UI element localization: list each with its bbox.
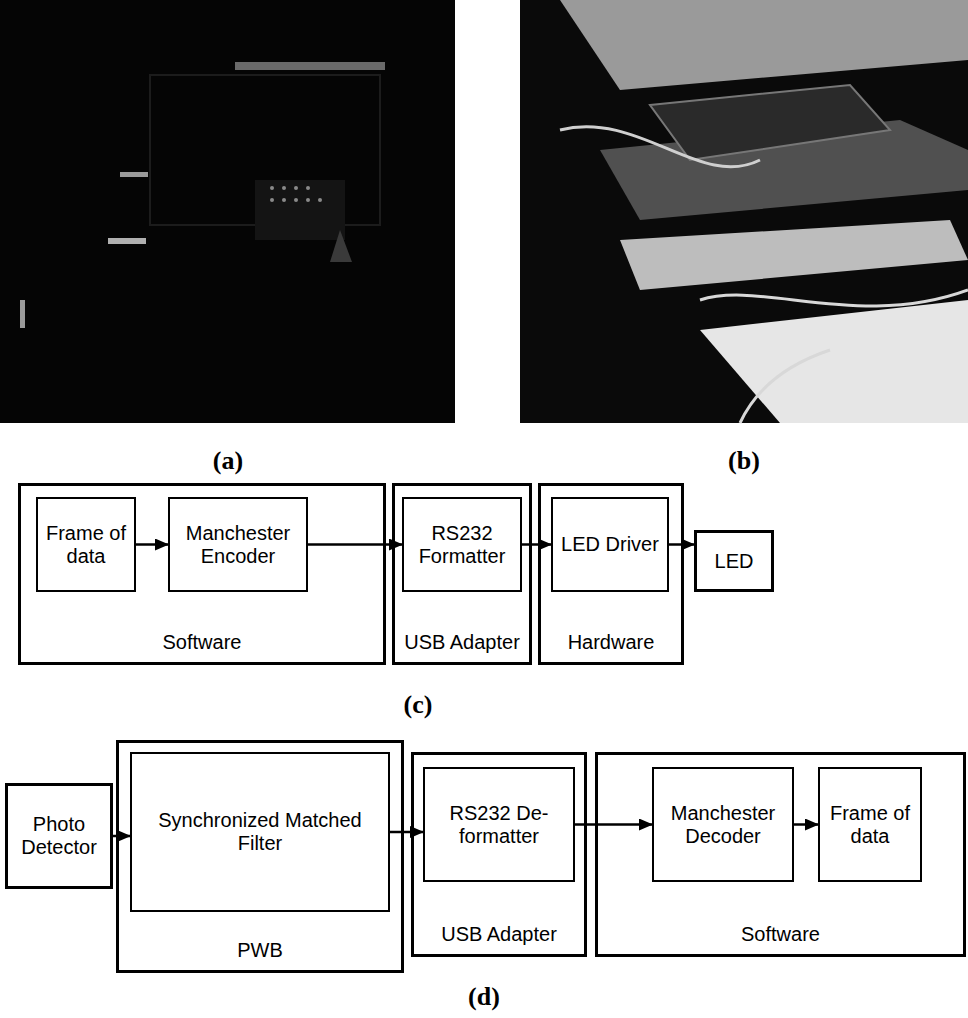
box-label: RS232 Formatter (404, 522, 520, 568)
box-label: Frame of data (820, 802, 920, 848)
detector-box: Photo Detector (5, 783, 113, 889)
box-label: Frame of data (38, 522, 134, 568)
group-label: Hardware (541, 631, 681, 654)
group-label: Software (21, 631, 383, 654)
flow-arrow (794, 823, 818, 826)
box-label: Manchester Decoder (654, 802, 792, 848)
filter-box: Synchronized Matched Filter (130, 752, 390, 912)
box-label: Synchronized Matched Filter (132, 809, 388, 855)
adapter-group: USB Adapter RS232 De-formatter (411, 752, 587, 957)
flow-arrow (390, 831, 423, 834)
pwb-group: PWB Synchronized Matched Filter (116, 740, 404, 973)
process-box: RS232 De-formatter (423, 767, 575, 882)
figure-label: (b) (728, 446, 760, 476)
flow-arrow (308, 543, 402, 546)
group-label: Software (598, 923, 963, 946)
box-label: LED (710, 550, 759, 573)
hardware-group: Hardware LED Driver (538, 483, 684, 665)
figure-label: (a) (213, 446, 243, 476)
group-label: USB Adapter (414, 923, 584, 946)
group-label: USB Adapter (395, 631, 529, 654)
figure-label: (d) (468, 982, 500, 1012)
flow-arrow (136, 543, 168, 546)
software-group: Software Manchester Decoder Frame of data (595, 752, 966, 957)
process-box: Manchester Encoder (168, 497, 308, 592)
process-box: Frame of data (36, 497, 136, 592)
flow-arrow (522, 543, 551, 546)
process-box: LED Driver (551, 497, 669, 592)
group-label: PWB (119, 939, 401, 962)
box-label: RS232 De-formatter (425, 802, 573, 848)
adapter-group: USB Adapter RS232 Formatter (392, 483, 532, 665)
led-box: LED (694, 530, 774, 592)
software-group: Software Frame of data Manchester Encoder (18, 483, 386, 665)
box-label: Manchester Encoder (170, 522, 306, 568)
process-box: Manchester Decoder (652, 767, 794, 882)
photo-b (520, 0, 968, 423)
process-box: Frame of data (818, 767, 922, 882)
box-label: LED Driver (556, 533, 664, 556)
process-box: RS232 Formatter (402, 497, 522, 592)
box-label: Photo Detector (8, 813, 110, 859)
figure-label: (c) (404, 690, 433, 720)
photo-a (0, 0, 455, 423)
